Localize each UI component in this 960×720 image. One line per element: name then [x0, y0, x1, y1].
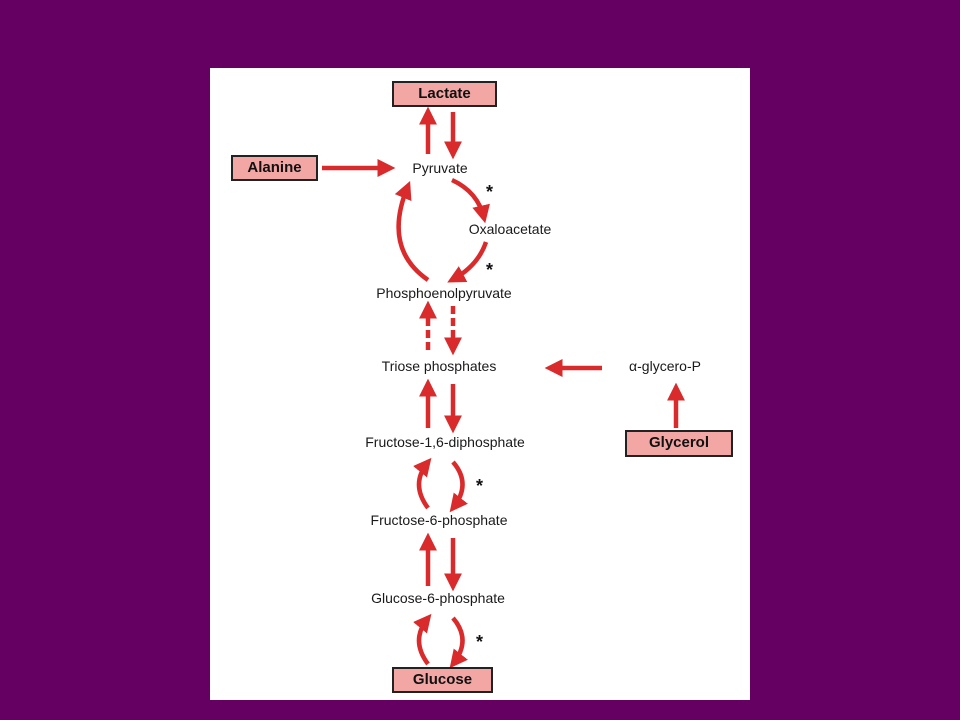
pyruvate-label: Pyruvate	[412, 160, 468, 176]
glycerol-box: Glycerol	[625, 430, 733, 457]
lactate-box: Lactate	[392, 81, 497, 107]
glucose-box: Glucose	[392, 667, 493, 693]
asterisk-fructose-bisphosphatase: *	[476, 476, 484, 496]
oxaloacetate-label: Oxaloacetate	[468, 221, 552, 237]
triose-phosphates-label: Triose phosphates	[381, 358, 497, 374]
asterisk-pyruvate-carboxylase: *	[486, 182, 494, 202]
alanine-box: Alanine	[231, 155, 318, 181]
pathway-arrows	[322, 106, 685, 669]
arrow-glucose-to-g6p	[413, 613, 432, 666]
arrow-pyruvate-to-oxaloacetate	[451, 177, 490, 224]
fructose-6-phosphate-label: Fructose-6-phosphate	[370, 512, 508, 528]
asterisk-pepck: *	[486, 260, 494, 280]
phosphoenolpyruvate-label: Phosphoenolpyruvate	[376, 285, 512, 301]
alpha-glycero-p-label: α-glycero-P	[629, 358, 701, 374]
diagram-panel: Lactate Alanine Glycerol Glucose Pyruvat…	[210, 68, 750, 700]
arrow-f6p-to-f16bp	[413, 457, 432, 510]
arrow-g6p-to-glucose	[449, 616, 468, 669]
arrow-pep-to-pyruvate	[394, 181, 430, 282]
arrow-f16bp-to-f6p	[449, 460, 468, 513]
arrow-oxaloacetate-to-pep	[447, 241, 489, 283]
glucose-6-phosphate-label: Glucose-6-phosphate	[371, 590, 505, 606]
fructose-1-6-diphosphate-label: Fructose-1,6-diphosphate	[365, 434, 525, 450]
asterisk-glucose-6-phosphatase: *	[476, 632, 484, 652]
